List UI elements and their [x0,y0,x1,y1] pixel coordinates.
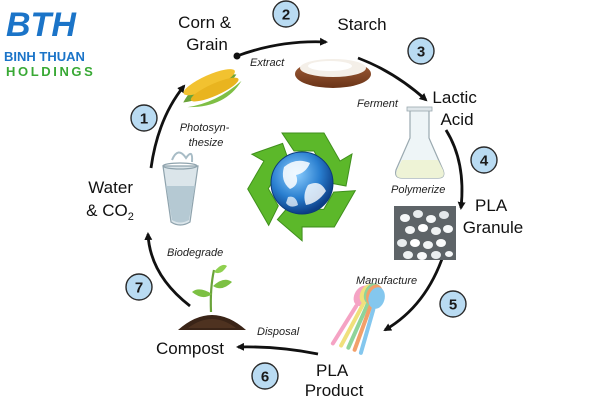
step-number: 5 [449,297,457,314]
arrow-manufacture [383,249,447,332]
process-biodegrade: Biodegrade [167,247,223,259]
logo-mark: BTH [6,6,77,44]
step-number: 3 [417,44,425,61]
arrow-ferment [357,56,428,102]
step-number: 2 [282,7,290,24]
stage-water-co2: Water & CO2 [86,178,138,223]
compost-sprout-icon [178,264,246,330]
logo-company-name: BINH THUAN [4,49,85,64]
recycle-globe-icon [247,132,357,242]
step-badge-6: 6 [251,362,279,390]
step-number: 7 [135,280,143,297]
stage-labels: Corn & Grain Starch Lactic Acid PLA Gran… [86,13,523,400]
arrow-polymerize [444,129,466,210]
step-badge-2: 2 [272,0,300,28]
step-badges: 1 2 3 4 5 6 7 [125,0,498,390]
flask-icon [395,106,445,179]
step-badge-1: 1 [130,104,158,132]
step-number: 1 [140,111,148,128]
corn-icon [183,69,242,108]
company-logo: BTH BINH THUAN HOLDINGS [4,6,95,79]
starch-bowl-icon [295,59,371,88]
pla-granules-icon [394,206,456,260]
arrow-disposal [236,342,319,356]
stage-compost: Compost [156,339,224,358]
step-badge-5: 5 [439,290,467,318]
process-photosynthesize: Photosyn- thesize [180,122,233,149]
stage-starch: Starch [337,15,386,34]
process-disposal: Disposal [257,326,300,338]
step-number: 6 [261,369,269,386]
process-polymerize: Polymerize [391,184,445,196]
step-number: 4 [480,153,489,170]
stage-corn-grain: Corn & Grain [178,13,236,54]
step-badge-3: 3 [407,37,435,65]
water-glass-icon [162,151,199,226]
process-extract: Extract [250,57,285,69]
process-ferment: Ferment [357,98,399,110]
process-labels: Extract Ferment Polymerize Manufacture D… [167,57,445,338]
stage-lactic-acid: Lactic Acid [432,88,481,129]
process-manufacture: Manufacture [356,275,417,287]
logo-holdings-text: HOLDINGS [6,64,95,79]
spoons-icon [330,283,385,355]
arrow-extract [236,37,328,58]
stage-pla-product: PLA Product [305,361,364,400]
step-badge-4: 4 [470,146,498,174]
stage-pla-granule: PLA Granule [463,196,523,237]
cycle-arrows [144,37,466,356]
arrow-biodegrade [144,232,191,308]
step-badge-7: 7 [125,273,153,301]
arrow-photosynthesize [149,84,186,169]
arrow-extract-tail-dot [233,52,241,60]
